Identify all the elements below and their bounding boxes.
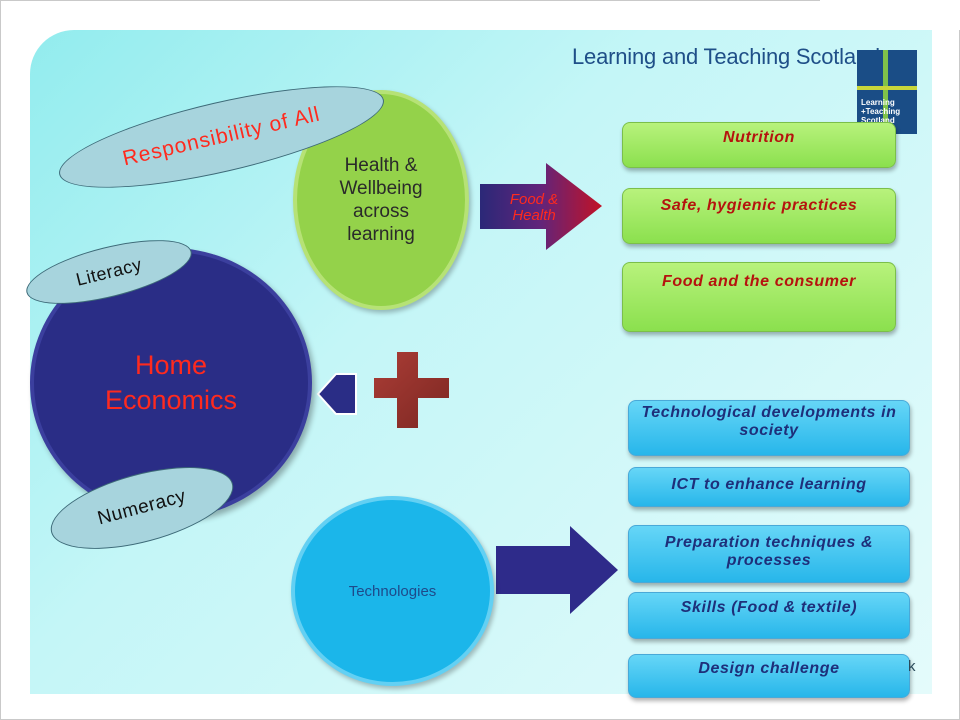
technologies-label: Technologies bbox=[348, 582, 437, 600]
brand-name: Learning and Teaching Scotland bbox=[572, 44, 880, 69]
health-wellbeing-label: Health & Wellbeing across learning bbox=[339, 155, 423, 245]
technologies-item-box: Technological developments in society bbox=[628, 400, 910, 456]
technologies-item-box: Preparation techniques & processes bbox=[628, 525, 910, 583]
health-item-box: Nutrition bbox=[622, 122, 896, 168]
health-item-box: Safe, hygienic practices bbox=[622, 188, 896, 244]
stray-footer-text: k bbox=[908, 658, 916, 675]
technologies-item-box: Design challenge bbox=[628, 654, 910, 698]
technologies-item-box: ICT to enhance learning bbox=[628, 467, 910, 507]
food-health-label: Food & Health bbox=[509, 191, 559, 224]
food-health-arrow bbox=[480, 163, 602, 250]
brand-logo: Learning +Teaching Scotland bbox=[857, 50, 917, 134]
technologies-circle: Technologies bbox=[291, 496, 494, 686]
health-item-box: Food and the consumer bbox=[622, 262, 896, 332]
logo-caption: Learning +Teaching Scotland bbox=[861, 98, 901, 125]
technologies-arrow bbox=[496, 526, 618, 614]
home-economics-label: Home Economics bbox=[104, 350, 238, 415]
header-strip bbox=[820, 0, 960, 30]
plus-icon bbox=[374, 352, 449, 428]
logo-vertical-stripe bbox=[883, 50, 888, 134]
left-arrow-icon bbox=[316, 373, 357, 415]
technologies-item-box: Skills (Food & textile) bbox=[628, 592, 910, 639]
logo-horizontal-stripe bbox=[857, 86, 917, 90]
